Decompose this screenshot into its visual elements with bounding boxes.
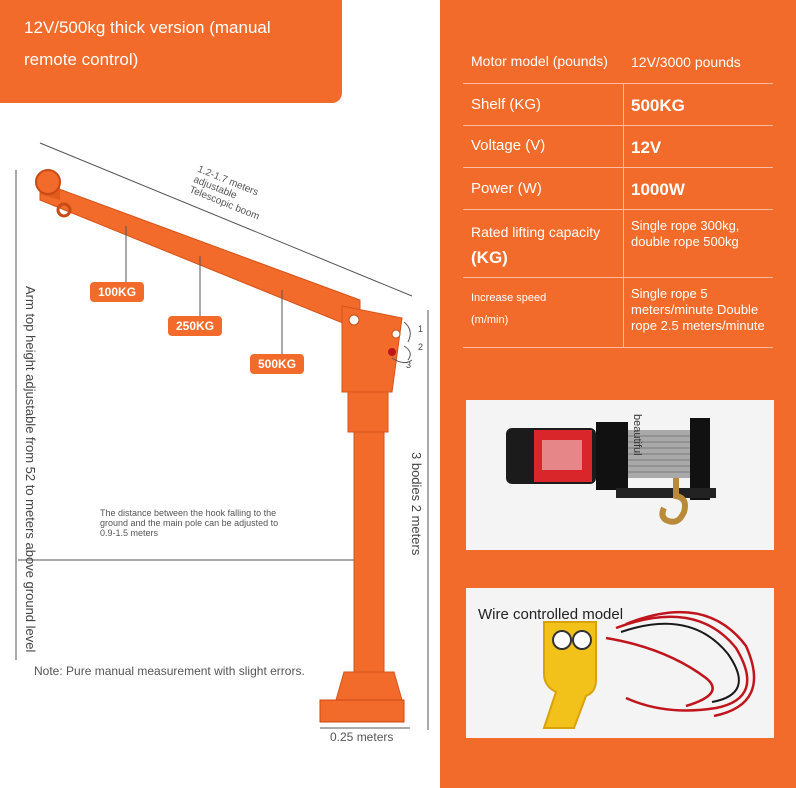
mast-head <box>341 305 403 393</box>
hook-icon <box>659 478 688 525</box>
down-button-icon <box>572 630 592 650</box>
spec-label: Motor model (pounds) <box>471 53 608 69</box>
spec-label: Rated lifting capacity <box>471 224 601 240</box>
load-tag-250: 250KG <box>168 316 223 336</box>
spec-value: Single rope 5 meters/minute Double rope … <box>631 286 765 333</box>
winch-illustration: beautiful <box>506 414 716 525</box>
bodies-label: 3 bodies 2 meters <box>409 452 424 556</box>
spec-row-power: Power (W) 1000W <box>463 168 773 210</box>
arm-height-label-container: Arm top height adjustable from 52 to met… <box>23 286 38 652</box>
pulley-icon <box>35 169 61 195</box>
angle-mark: 2 <box>418 342 423 352</box>
crane-diagram: 1 2 3 <box>15 142 429 730</box>
spec-label: Voltage (V) <box>471 137 546 154</box>
angle-mark: 3 <box>406 360 411 370</box>
spec-row-voltage: Voltage (V) 12V <box>463 126 773 168</box>
up-button-icon <box>552 630 572 650</box>
spec-label-unit: (KG) <box>471 248 508 267</box>
angle-arcs <box>391 321 413 364</box>
spec-row-capacity: Rated lifting capacity (KG) Single rope … <box>463 210 773 278</box>
winch-brand: beautiful <box>631 414 643 456</box>
pole-sleeve <box>347 391 389 433</box>
load-tag-500: 500KG <box>250 354 305 374</box>
spec-value: Single rope 300kg, double rope 500kg <box>631 218 740 249</box>
spec-label: Increase speed <box>471 292 547 304</box>
title-banner: 12V/500kg thick version (manual remote c… <box>0 0 342 103</box>
main-pole <box>353 431 385 673</box>
spec-row-shelf: Shelf (KG) 500KG <box>463 84 773 126</box>
wire-icon <box>605 610 756 718</box>
crane-base <box>319 699 405 723</box>
angle-mark: 1 <box>418 324 423 334</box>
spec-label: Shelf (KG) <box>471 96 542 113</box>
spec-row-motor: Motor model (pounds) 12V/3000 pounds <box>463 40 773 84</box>
boom-dimension-line <box>39 142 413 297</box>
base-width-label: 0.25 meters <box>330 730 394 744</box>
spec-value: 12V/3000 pounds <box>631 54 741 70</box>
spec-row-speed: Increase speed (m/min) Single rope 5 met… <box>463 278 773 348</box>
measurement-note: Note: Pure manual measurement with sligh… <box>34 664 305 678</box>
spec-value: 12V <box>631 138 662 157</box>
spec-label: Power (W) <box>471 180 542 197</box>
load-tag-100: 100KG <box>90 282 145 302</box>
remote-photo: Wire controlled model <box>466 588 774 738</box>
spec-table: Motor model (pounds) 12V/3000 pounds She… <box>463 40 773 348</box>
spec-value: 1000W <box>631 180 685 199</box>
spec-label-unit: (m/min) <box>471 314 509 326</box>
winch-photo: beautiful <box>466 400 774 550</box>
remote-illustration <box>542 610 756 729</box>
hook-distance-label: The distance between the hook falling to… <box>100 508 279 538</box>
spec-value: 500KG <box>631 96 685 115</box>
wire-controlled-label: Wire controlled model <box>478 606 624 623</box>
product-title: 12V/500kg thick version (manual remote c… <box>24 18 271 69</box>
arm-height-label: Arm top height adjustable from 52 to met… <box>23 286 38 653</box>
